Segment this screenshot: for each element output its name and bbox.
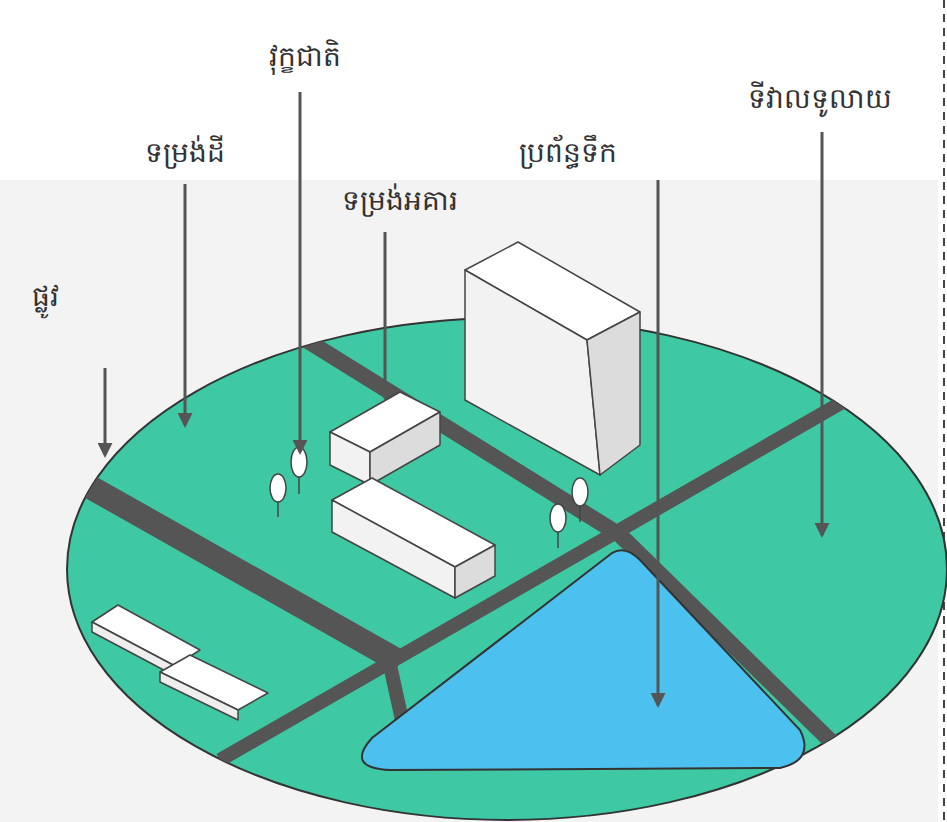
dashed-border [943, 0, 945, 822]
part-label: ទម្រង់ដី [145, 136, 225, 170]
trees [270, 447, 588, 548]
part-label: ទីវាលទូលាយ [748, 82, 892, 116]
part-label: ផ្លូវ [32, 280, 59, 314]
part-label: ប្រព័ន្ធទឹក [519, 136, 617, 170]
leader-arrows [105, 92, 822, 705]
part-label: ទម្រង់អគារ [342, 184, 458, 218]
buildings [92, 242, 640, 720]
part-label: វុក្ខជាតិ [269, 40, 341, 74]
